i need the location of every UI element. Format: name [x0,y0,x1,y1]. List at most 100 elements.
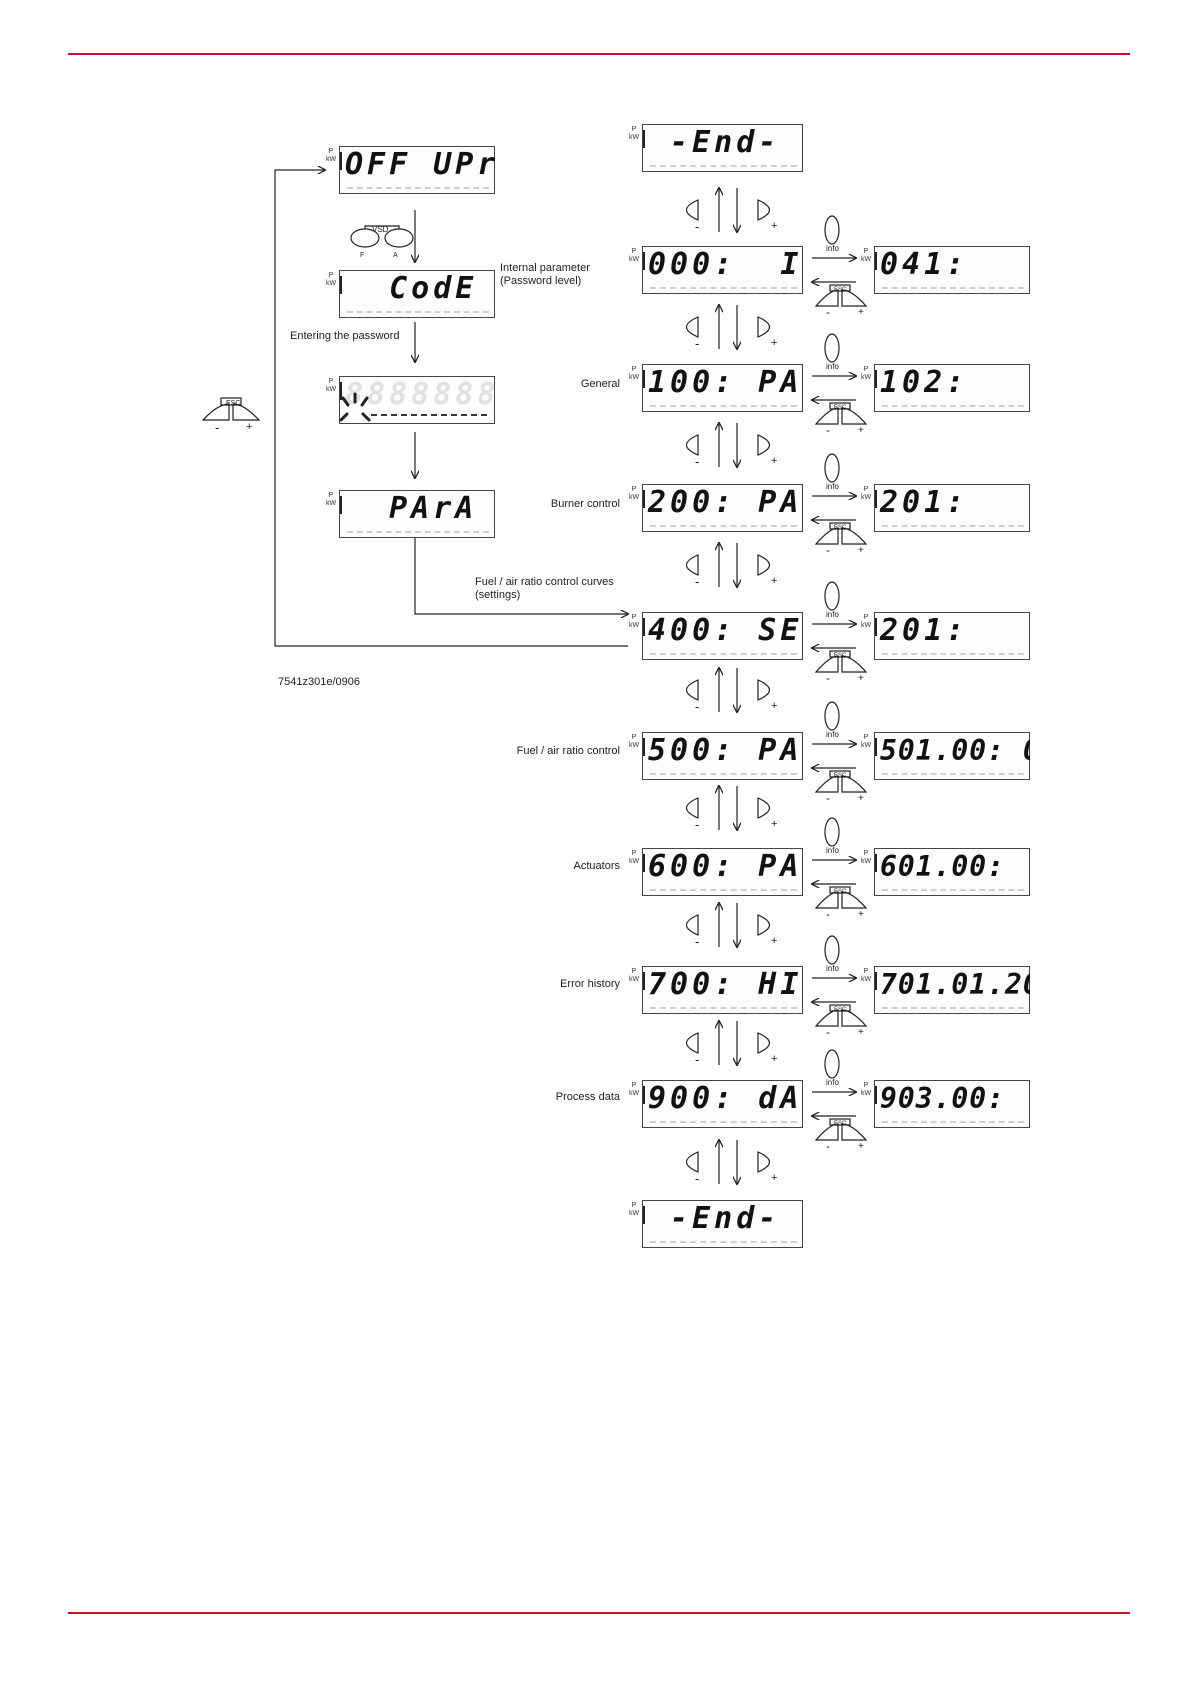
side-indicator: kW [628,1090,640,1097]
vertical-nav-4 [685,668,771,712]
vertical-nav-1 [685,305,771,349]
vertical-nav-8 [685,1140,771,1184]
left-esc-label: ESC [226,400,241,407]
display-501: PkW 501.00: 0.0 [860,732,1030,780]
esc-label: ESC [834,1007,847,1013]
minus-label: - [826,791,830,805]
plus-label: + [858,673,864,684]
minus-label: - [826,423,830,437]
plus-label: + [771,1053,778,1065]
minus-key-icon [685,316,699,338]
left-minus-label: - [215,420,220,435]
info-label: info [826,610,839,619]
display-text: 500: PArA [648,735,803,767]
info-label: info [826,730,839,739]
info-label: info [826,244,839,253]
minus-key-icon [685,679,699,701]
display-text: 200: PArA [648,487,803,519]
left-plus-label: + [246,421,253,433]
esc-label: ESC [834,653,847,659]
display-201-set: PkW 201: 1 [860,612,1030,660]
info-key-icon [824,935,840,965]
display-500-para: PkW 500: PArA [628,732,803,780]
esc-box-icon [829,402,851,410]
p-indicator: P [631,614,637,621]
label-process-data: Process data [555,1091,620,1103]
esc-minus-icon [814,289,839,307]
esc-minus-icon [814,891,839,909]
info-label: info [826,964,839,973]
label-general: General [580,378,620,390]
display-password: PkW 88888888 [325,376,495,424]
arrow-return-loop [274,170,628,647]
p-indicator: P [863,968,869,975]
p-indicator: P [328,492,334,499]
display-text: OFF UPr [345,149,495,181]
esc-box-icon [220,397,242,406]
label-fuel-air-curves: Fuel / air ratio control curves (setting… [475,576,614,601]
bottom-red-rule [68,1612,1130,1614]
vsd-key-label: VSD [372,225,389,234]
plus-label: + [771,575,778,587]
side-indicator: kW [628,858,640,865]
p-indicator: P [631,734,637,741]
p-indicator: P [328,148,334,155]
display-700-hist: PkW 700: HISt [628,966,803,1014]
display-text: 100: PArA [648,367,803,399]
minus-key-icon [685,554,699,576]
display-text: 700: HISt [648,969,803,1001]
label-actuators: Actuators [573,860,620,872]
side-indicator: kW [628,976,640,983]
p-indicator: P [863,734,869,741]
plus-key-icon [757,554,771,576]
display-text: 900: dAtA [648,1083,803,1115]
side-indicator: kW [628,494,640,501]
esc-minus-icon [201,403,230,421]
esc-plus-icon [841,1123,868,1141]
side-nav-5 [812,817,868,909]
p-indicator: P [631,850,637,857]
vsd-bracket [364,225,400,229]
minus-label: - [695,219,700,234]
side-indicator: kW [860,622,872,629]
side-indicator: kW [325,156,337,163]
esc-box-icon [829,284,851,292]
plus-key-icon [757,1151,771,1173]
esc-box-icon [829,1118,851,1126]
side-indicator: kW [860,858,872,865]
plus-key-icon [757,914,771,936]
minus-label: - [695,1052,700,1067]
info-key-icon [824,453,840,483]
a-key-icon [384,228,414,248]
display-text: 601.00: 1 [880,851,1006,883]
vertical-nav-3 [685,543,771,587]
info-key-icon [824,215,840,245]
esc-label: ESC [834,773,847,779]
esc-minus-icon [814,1009,839,1027]
minus-label: - [826,543,830,557]
esc-plus-icon [841,289,868,307]
side-indicator: kW [628,742,640,749]
plus-label: + [858,909,864,920]
p-indicator: P [631,486,637,493]
plus-label: + [858,545,864,556]
label-error-history: Error history [560,978,620,990]
minus-key-icon [685,797,699,819]
ghost-digits: 88888888 [345,379,495,411]
esc-plus-icon [841,1009,868,1027]
esc-minus-icon [814,407,839,425]
vertical-nav-2 [685,423,771,467]
vsd-keys-icon [350,225,414,248]
display-text: 701.01.201 [880,969,1030,1001]
p-indicator: P [863,614,869,621]
display-text: 201: 1 [880,615,969,647]
plus-key-icon [757,199,771,221]
p-indicator: P [631,1202,637,1209]
plus-key-icon [757,434,771,456]
plus-key-icon [757,1032,771,1054]
p-indicator: P [631,126,637,133]
